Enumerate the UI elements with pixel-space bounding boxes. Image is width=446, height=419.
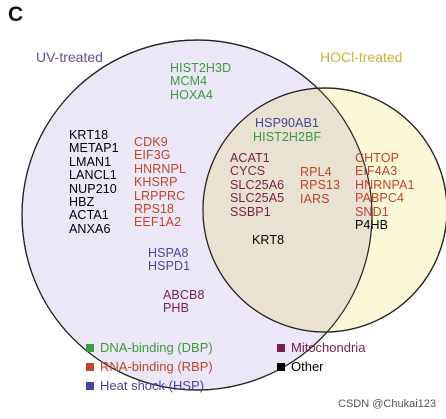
legend-item-mito: Mitochondria — [277, 340, 365, 355]
uv-set-outline — [21, 39, 373, 391]
gene-label: CYCS — [230, 164, 266, 179]
legend-item-dbp: DNA-binding (DBP) — [86, 340, 213, 355]
gene-label: HIST2H2BF — [253, 130, 322, 144]
gene-label: LRPPRC — [134, 188, 186, 203]
gene-label: MCM4 — [170, 74, 208, 89]
gene-label: ACAT1 — [230, 151, 270, 165]
gene-label: PHB — [163, 301, 190, 316]
gene-label: HSP90AB1 — [255, 116, 320, 130]
legend-label: Other — [291, 359, 324, 374]
gene-label: KRT18 — [69, 128, 109, 142]
gene-label: HIST2H3D — [170, 61, 232, 75]
gene-label: HSPA8 — [148, 246, 189, 260]
gene-label: HNRNPL — [134, 161, 186, 176]
gene-label: ABCB8 — [163, 288, 205, 302]
gene-label: SLC25A5 — [230, 191, 285, 206]
overlap-region — [203, 88, 372, 332]
gene-label: NUP210 — [69, 181, 117, 196]
gene-label: SLC25A6 — [230, 177, 285, 192]
gene-label: METAP1 — [69, 141, 119, 156]
gene-label: EEF1A2 — [134, 215, 182, 230]
gene-label: ACTA1 — [69, 208, 109, 223]
gene-label: PABPC4 — [355, 191, 405, 206]
gene-label: CDK9 — [134, 135, 168, 149]
gene-label: EIF3G — [134, 148, 171, 163]
gene-label: ANXA6 — [69, 221, 111, 236]
legend-swatch — [277, 343, 285, 352]
gene-label: RPS18 — [134, 202, 175, 217]
hocl-set-outline — [202, 87, 446, 333]
legend-label: Mitochondria — [291, 340, 366, 355]
legend-label: RNA-binding (RBP) — [100, 359, 213, 374]
gene-label: LMAN1 — [69, 154, 112, 169]
both-other-genes: KRT8 — [252, 233, 285, 247]
gene-label: LANCL1 — [69, 168, 117, 183]
legend-item-hsp: Heat shock (HSP) — [86, 378, 204, 393]
legend-label: DNA-binding (DBP) — [100, 340, 213, 355]
gene-label: KHSRP — [134, 175, 178, 190]
gene-label: KRT8 — [252, 233, 285, 247]
legend-swatch — [86, 343, 94, 352]
legend-label: Heat shock (HSP) — [100, 378, 205, 393]
gene-label: CHTOP — [355, 151, 400, 165]
uv-set-label: UV-treated — [36, 49, 103, 65]
both-dbp-genes: HIST2H2BF — [253, 130, 322, 144]
gene-label: SND1 — [355, 204, 389, 219]
gene-label: RPS13 — [300, 178, 341, 193]
hocl-set-label: HOCl-treated — [320, 49, 403, 65]
legend-item-rbp: RNA-binding (RBP) — [86, 359, 213, 374]
both-hsp-genes: HSP90AB1 — [255, 116, 320, 130]
hocl-other-genes: P4HB — [355, 218, 389, 232]
watermark: CSDN @Chukai123 — [338, 398, 436, 410]
legend-swatch — [86, 362, 94, 371]
gene-label: RPL4 — [300, 165, 332, 179]
gene-label: SSBP1 — [230, 204, 271, 219]
panel-letter: C — [8, 3, 24, 26]
gene-label: HBZ — [69, 195, 95, 210]
gene-label: HNRNPA1 — [355, 177, 415, 192]
gene-label: EIF4A3 — [355, 164, 398, 179]
gene-label: P4HB — [355, 218, 389, 232]
legend-swatch — [86, 381, 94, 390]
gene-label: HOXA4 — [170, 87, 213, 102]
legend-swatch — [277, 362, 285, 371]
gene-label: IARS — [300, 191, 330, 206]
gene-label: HSPD1 — [148, 259, 191, 274]
legend-item-other: Other — [277, 359, 324, 374]
